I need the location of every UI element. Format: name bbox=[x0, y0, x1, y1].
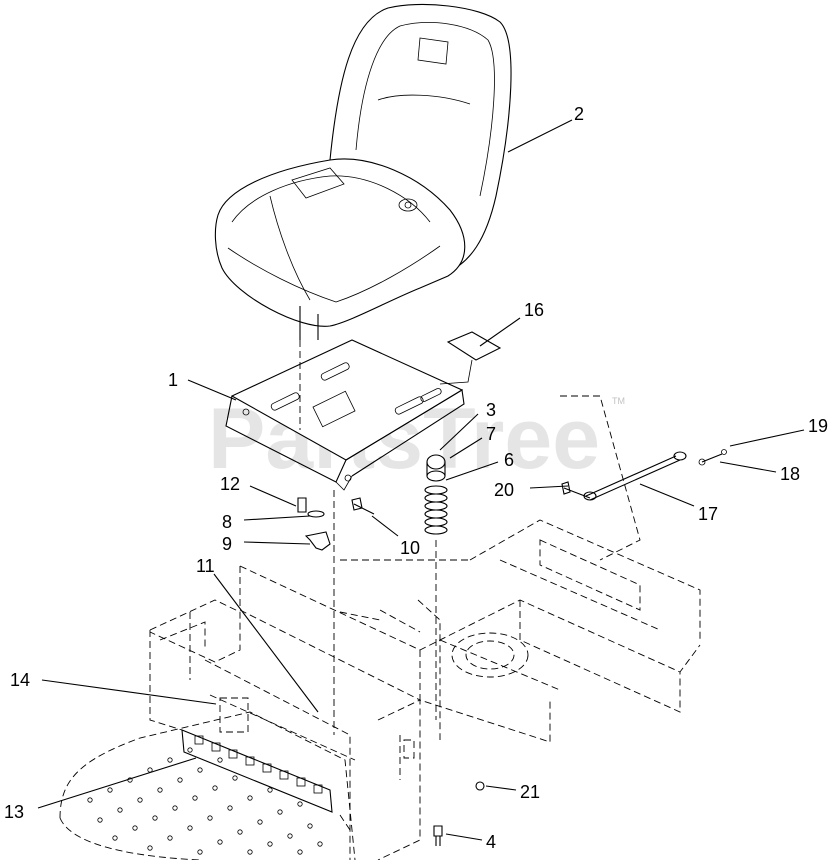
callout-8: 8 bbox=[222, 512, 232, 532]
callout-10: 10 bbox=[400, 538, 420, 558]
callout-13: 13 bbox=[4, 802, 24, 822]
callout-14: 14 bbox=[10, 670, 30, 690]
callout-3: 3 bbox=[486, 400, 496, 420]
leader-lines bbox=[37, 119, 805, 841]
chassis-frame bbox=[239, 340, 701, 860]
callout-17: 17 bbox=[698, 504, 718, 524]
front-panel-14 bbox=[149, 599, 356, 860]
seat-2 bbox=[214, 3, 512, 340]
floor-pan-13 bbox=[59, 711, 356, 860]
callout-11: 11 bbox=[196, 556, 215, 576]
callout-4: 4 bbox=[486, 832, 496, 852]
seat-pan-1 bbox=[225, 339, 465, 491]
callout-19: 19 bbox=[808, 416, 828, 436]
callout-9: 9 bbox=[222, 534, 232, 554]
hardware-small-parts bbox=[297, 449, 727, 846]
callout-7: 7 bbox=[486, 424, 496, 444]
decal-16 bbox=[439, 331, 502, 385]
callout-2: 2 bbox=[574, 104, 584, 124]
callout-6: 6 bbox=[504, 450, 514, 470]
watermark-trademark: TM bbox=[612, 396, 625, 406]
callout-20: 20 bbox=[494, 480, 514, 500]
seat-spring-6 bbox=[424, 454, 448, 535]
floor-pan-perforations bbox=[87, 747, 323, 855]
callout-1: 1 bbox=[168, 370, 178, 390]
callout-12: 12 bbox=[220, 474, 240, 494]
callout-labels: 2 16 1 3 7 6 19 18 20 17 12 8 9 10 11 14… bbox=[4, 104, 828, 852]
callout-16: 16 bbox=[524, 300, 544, 320]
callout-21: 21 bbox=[520, 782, 540, 802]
callout-18: 18 bbox=[780, 464, 800, 484]
seat-pan-slots bbox=[270, 362, 442, 428]
